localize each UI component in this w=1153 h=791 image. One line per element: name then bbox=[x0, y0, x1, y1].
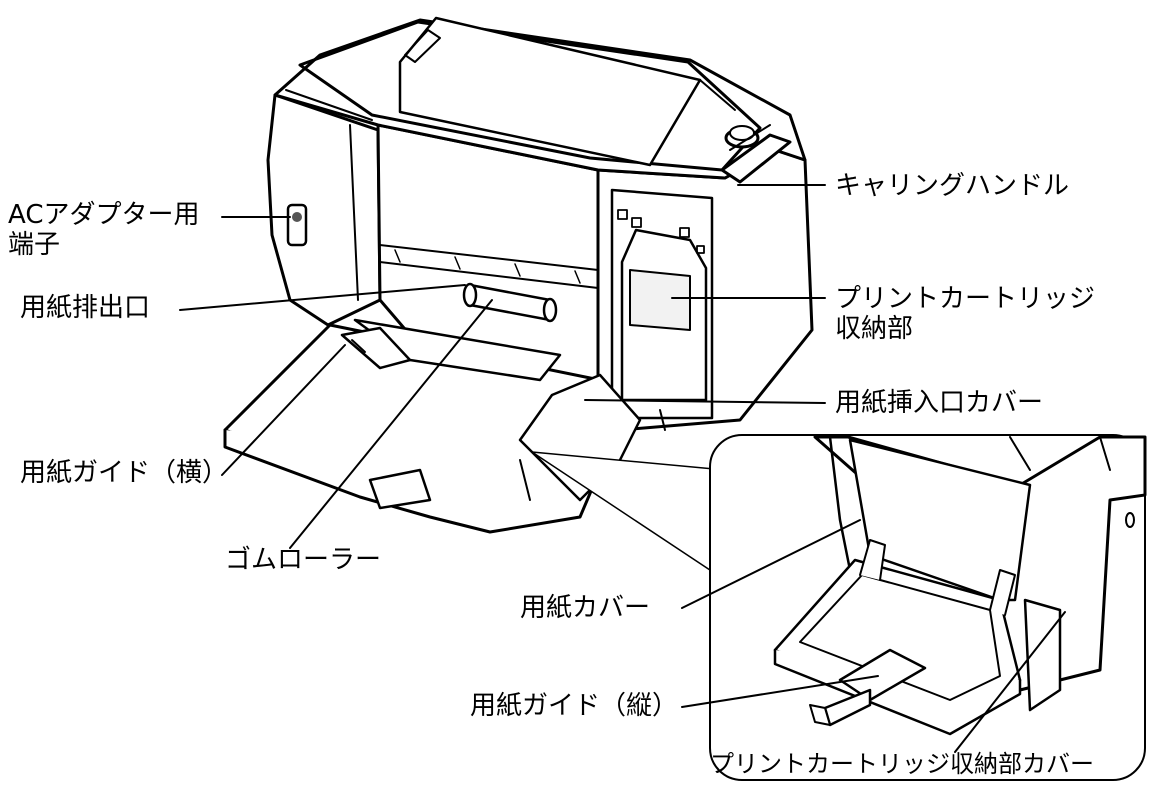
label-ac-adapter-line2: 端子 bbox=[8, 230, 61, 260]
paper-tray bbox=[223, 318, 666, 534]
label-ac-adapter-line1: ACアダプター用 bbox=[8, 200, 200, 230]
label-cartridge-storage-line1: プリントカートリッジ bbox=[835, 284, 1096, 314]
label-paper-output-slot: 用紙排出口 bbox=[20, 293, 151, 323]
label-cartridge-storage: プリントカートリッジ 収納部 bbox=[835, 284, 1095, 344]
label-paper-guide-vertical: 用紙ガイド（縦） bbox=[470, 691, 679, 721]
label-carrying-handle: キャリングハンドル bbox=[835, 171, 1070, 201]
label-ac-adapter-port: ACアダプター用 端子 bbox=[8, 200, 199, 260]
label-cartridge-storage-cover: プリントカートリッジ収納部カバー bbox=[710, 750, 1094, 778]
label-paper-cover: 用紙カバー bbox=[520, 593, 651, 623]
printer-body bbox=[266, 16, 814, 442]
label-rubber-roller: ゴムローラー bbox=[225, 545, 382, 575]
leader-lines bbox=[179, 184, 1066, 753]
label-paper-slot-cover: 用紙挿入口カバー bbox=[835, 388, 1044, 418]
label-cartridge-storage-line2: 収納部 bbox=[835, 314, 914, 344]
label-paper-guide-horizontal: 用紙ガイド（横） bbox=[20, 458, 229, 488]
